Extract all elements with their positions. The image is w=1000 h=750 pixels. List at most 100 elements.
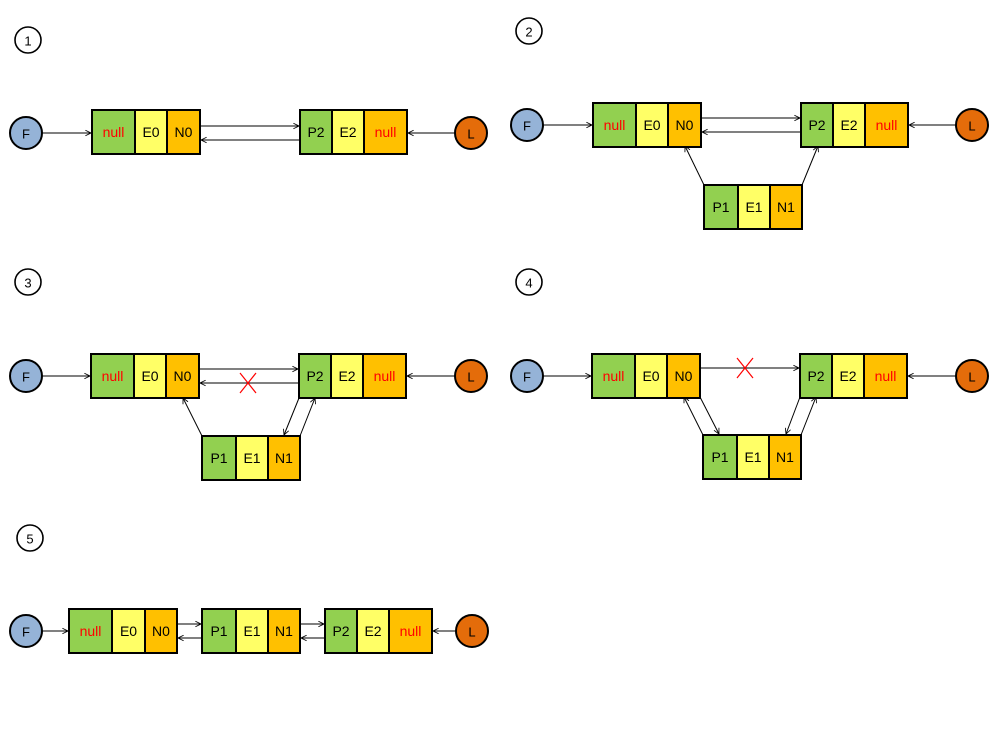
node-cell-elem: [737, 184, 771, 230]
step-badge: 4: [515, 268, 543, 296]
last-pointer: L: [455, 614, 489, 648]
last-pointer-circle: [454, 116, 488, 150]
first-pointer: F: [9, 116, 43, 150]
node-cell-label: E1: [243, 623, 260, 639]
last-pointer-label: L: [968, 370, 975, 385]
node-cell-next: [363, 109, 408, 155]
first-pointer: F: [9, 359, 43, 393]
node-cell-next: [165, 353, 200, 399]
first-pointer: F: [510, 359, 544, 393]
removed-link-cross-icon: [239, 372, 257, 394]
link-arrow: [699, 396, 720, 434]
first-pointer-label: F: [22, 625, 30, 640]
link-arrow: [786, 396, 801, 434]
node-cell-prev: [799, 353, 833, 399]
step-badge: 1: [14, 26, 42, 54]
node-cell-label: P2: [307, 124, 324, 140]
node-cell-label: null: [604, 117, 626, 133]
last-pointer: L: [454, 359, 488, 393]
node-cell-label: P1: [711, 449, 728, 465]
node-cell-label: null: [374, 368, 396, 384]
node-cell-prev: [91, 109, 136, 155]
first-pointer-circle: [510, 359, 544, 393]
node-cell-label: N0: [152, 623, 170, 639]
node-cell-next: [768, 434, 802, 480]
cross-stroke: [736, 357, 754, 379]
first-pointer-label: F: [22, 370, 30, 385]
node-cell-label: null: [103, 124, 125, 140]
step-badge: 5: [16, 524, 44, 552]
removed-link-cross-icon: [736, 357, 754, 379]
node-cell-label: N1: [777, 199, 795, 215]
last-pointer: L: [955, 359, 989, 393]
step-circle: [14, 26, 42, 54]
node-cell-label: E2: [338, 368, 355, 384]
node-cell-prev: [90, 353, 135, 399]
node-cell-next: [362, 353, 407, 399]
node-cell-label: null: [603, 368, 625, 384]
link-arrow: [683, 397, 704, 436]
node-cell-label: N0: [675, 368, 693, 384]
link-arrow: [685, 146, 705, 186]
node-cell-elem: [133, 353, 167, 399]
node-cell-label: N0: [175, 124, 193, 140]
link-arrow: [800, 397, 816, 436]
last-pointer-label: L: [968, 119, 975, 134]
node-cell-label: E2: [364, 623, 381, 639]
step-number: 5: [26, 532, 33, 547]
node-cell-next: [166, 109, 201, 155]
node-cell-elem: [736, 434, 770, 480]
node-cell-next: [267, 435, 301, 481]
node-cell-prev: [201, 435, 237, 481]
first-pointer-circle: [9, 116, 43, 150]
last-pointer-label: L: [467, 127, 474, 142]
node-cell-prev: [703, 184, 739, 230]
node-cell-elem: [235, 435, 269, 481]
node-cell-label: E2: [839, 368, 856, 384]
last-pointer-label: L: [468, 625, 475, 640]
first-pointer-label: F: [22, 127, 30, 142]
link-arrow: [801, 146, 818, 186]
node-cell-elem: [832, 102, 866, 148]
node-cell-label: N1: [776, 449, 794, 465]
first-pointer-circle: [510, 108, 544, 142]
step-circle: [515, 17, 543, 45]
step-number: 1: [24, 34, 31, 49]
node-cell-label: null: [80, 623, 102, 639]
node-cell-label: P1: [210, 450, 227, 466]
step-circle: [16, 524, 44, 552]
last-pointer-label: L: [467, 370, 474, 385]
cross-stroke: [239, 372, 257, 394]
first-pointer-label: F: [523, 119, 531, 134]
node-cell-label: null: [875, 368, 897, 384]
first-pointer-label: F: [523, 370, 531, 385]
link-arrow: [182, 398, 203, 437]
node-cell-label: E2: [339, 124, 356, 140]
node-cell-elem: [635, 102, 669, 148]
node-cell-label: N1: [275, 623, 293, 639]
step-badge: 3: [14, 268, 42, 296]
list-node: null E0 N0: [91, 109, 201, 155]
first-pointer: F: [9, 614, 43, 648]
last-pointer-circle: [955, 359, 989, 393]
node-cell-label: E0: [141, 368, 158, 384]
node-cell-next: [267, 608, 301, 654]
node-cell-elem: [330, 353, 364, 399]
node-cell-label: E1: [745, 199, 762, 215]
link-arrow: [284, 397, 300, 435]
node-cell-label: null: [876, 117, 898, 133]
node-cell-label: E0: [142, 124, 159, 140]
